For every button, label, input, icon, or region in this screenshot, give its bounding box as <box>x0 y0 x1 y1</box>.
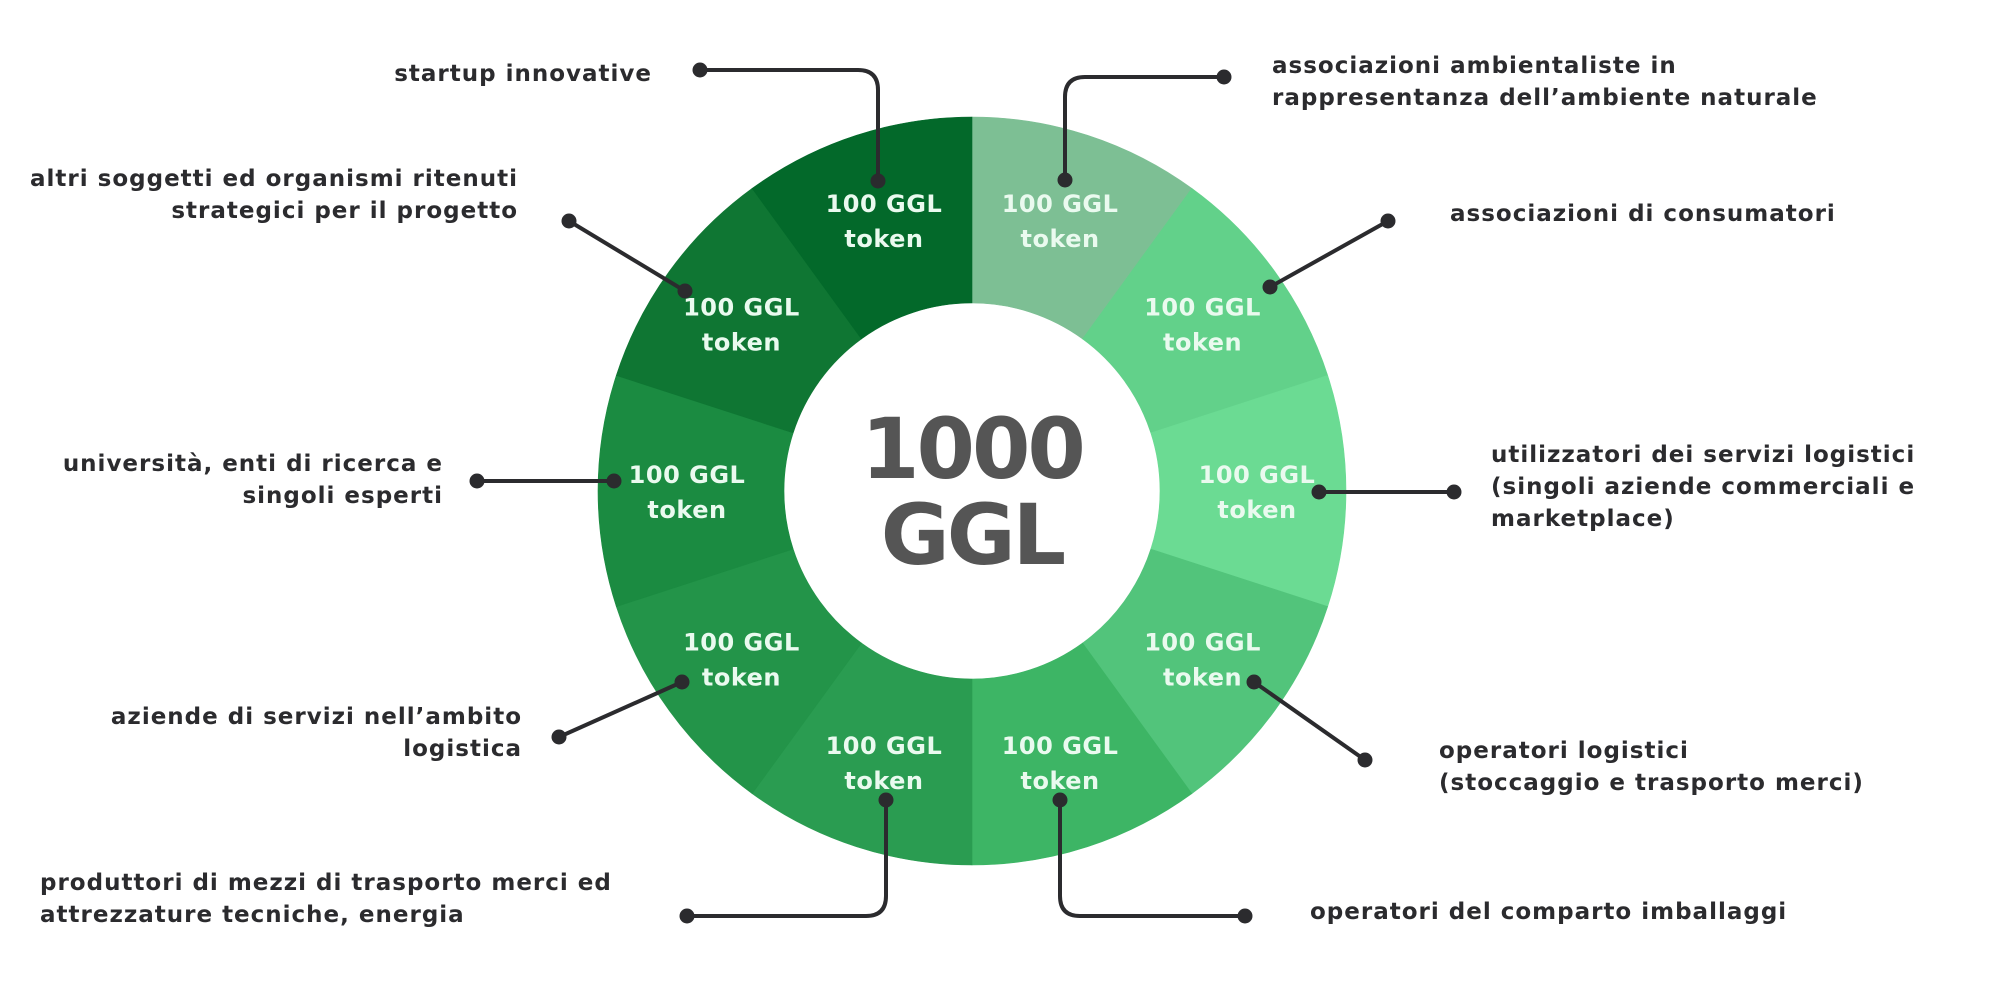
callout-operatori-imballaggi: operatori del comparto imballaggi <box>1310 896 1787 928</box>
leader-dot-icon <box>1237 908 1253 924</box>
leader-line <box>1262 213 1396 295</box>
callout-altri-soggetti: altri soggetti ed organismi ritenuti str… <box>30 163 518 227</box>
leader-dot-icon <box>561 213 577 229</box>
leader-line-path <box>1058 800 1245 918</box>
leader-line <box>1246 674 1373 768</box>
leader-dot-icon <box>606 473 622 489</box>
leader-dot-icon <box>1357 752 1373 768</box>
center-total: 1000 GGL <box>861 400 1086 584</box>
segment-value-label: 100 GGL <box>629 461 746 489</box>
leader-dot-icon <box>878 792 894 808</box>
segment-value-label: 100 GGL <box>1199 461 1316 489</box>
leader-dot-icon <box>551 729 567 745</box>
callout-line: (singoli aziende commerciali e <box>1491 474 1916 500</box>
segment-value-label: 100 GGL <box>1144 629 1261 657</box>
leader-line <box>551 674 690 745</box>
callout-line: operatori logistici <box>1439 738 1689 764</box>
segment-value-label: 100 GGL <box>683 629 800 657</box>
leader-dot-icon <box>1246 674 1262 690</box>
leader-dot-icon <box>870 173 886 189</box>
leader-line-path <box>700 68 880 181</box>
leader-dot-icon <box>1262 279 1278 295</box>
segment-unit-label: token <box>844 767 923 795</box>
segment-labels: 100 GGL token 100 GGL token 100 GGL token 100 … <box>629 190 1316 795</box>
segment-value-label: 100 GGL <box>683 293 800 321</box>
callout-line: logistica <box>403 736 522 762</box>
leader-line-path <box>567 219 687 293</box>
segment-unit-label: token <box>1163 328 1242 356</box>
segment-unit-label: token <box>844 225 923 253</box>
leader-dot-icon <box>1380 213 1396 229</box>
callout-line: altri soggetti ed organismi ritenuti <box>30 166 518 192</box>
leader-dot-icon <box>1446 484 1462 500</box>
callout-universita-enti-ricerca: università, enti di ricerca e singoli es… <box>63 448 443 512</box>
segment-unit-label: token <box>1217 496 1296 524</box>
callout-line: università, enti di ricerca e <box>62 451 443 477</box>
segment-unit-label: token <box>1020 767 1099 795</box>
center-total-number: 1000 <box>861 400 1083 498</box>
callout-line: startup innovative <box>394 61 652 87</box>
leader-dot-icon <box>674 674 690 690</box>
callout-operatori-logistici: operatori logistici (stoccaggio e traspo… <box>1439 735 1864 799</box>
callout-line: attrezzature tecniche, energia <box>40 902 465 928</box>
callout-line: aziende di servizi nell’ambito <box>110 704 522 730</box>
leader-line-path <box>558 680 683 739</box>
callout-line: singoli esperti <box>242 483 443 509</box>
callout-associazioni-consumatori: associazioni di consumatori <box>1450 198 1836 230</box>
leader-line <box>1057 69 1232 188</box>
callout-startup-innovative: startup innovative <box>394 58 652 90</box>
segment-unit-label: token <box>1163 664 1242 692</box>
leader-line <box>1311 484 1462 500</box>
callout-line: strategici per il progetto <box>171 198 518 224</box>
segment-value-label: 100 GGL <box>1002 190 1119 218</box>
leader-dot-icon <box>1052 792 1068 808</box>
leader-line <box>1052 792 1253 924</box>
leader-dot-icon <box>1057 172 1073 188</box>
segment-unit-label: token <box>1020 225 1099 253</box>
callout-line: associazioni di consumatori <box>1450 201 1836 227</box>
callout-line: rappresentanza dell’ambiente naturale <box>1272 85 1818 111</box>
callout-line: associazioni ambientaliste in <box>1272 53 1677 79</box>
callout-line: marketplace) <box>1491 506 1675 532</box>
callout-line: utilizzatori dei servizi logistici <box>1491 442 1916 468</box>
leader-dot-icon <box>692 62 708 78</box>
segment-value-label: 100 GGL <box>826 732 943 760</box>
leader-dot-icon <box>1216 69 1232 85</box>
segment-unit-label: token <box>647 496 726 524</box>
leader-line-path <box>687 800 888 918</box>
callout-line: operatori del comparto imballaggi <box>1310 899 1788 925</box>
segment-unit-label: token <box>702 328 781 356</box>
segment-value-label: 100 GGL <box>1002 732 1119 760</box>
leader-dot-icon <box>679 908 695 924</box>
callout-connectors <box>469 62 1462 924</box>
segment-value-label: 100 GGL <box>826 190 943 218</box>
callout-aziende-servizi-logistica: aziende di servizi nell’ambito logistica <box>111 701 522 765</box>
leader-line-path <box>1252 680 1367 762</box>
leader-line <box>561 213 693 299</box>
leader-dot-icon <box>677 283 693 299</box>
leader-line-path <box>1063 75 1224 180</box>
leader-line <box>692 62 886 189</box>
donut-segments <box>597 116 1347 866</box>
leader-line <box>469 473 622 489</box>
leader-dot-icon <box>469 473 485 489</box>
callout-line: produttori di mezzi di trasporto merci e… <box>40 870 612 896</box>
callout-produttori-mezzi-trasporto: produttori di mezzi di trasporto merci e… <box>40 867 612 931</box>
callout-line: (stoccaggio e trasporto merci) <box>1439 770 1864 796</box>
callout-associazioni-ambientaliste: associazioni ambientaliste in rappresent… <box>1272 50 1818 114</box>
center-total-unit: GGL <box>881 486 1065 584</box>
donut-segment <box>751 116 973 340</box>
segment-value-label: 100 GGL <box>1144 293 1261 321</box>
segment-unit-label: token <box>702 664 781 692</box>
leader-dot-icon <box>1311 484 1327 500</box>
leader-line-path <box>1269 219 1389 289</box>
callout-utilizzatori-servizi-logistici: utilizzatori dei servizi logistici (sing… <box>1491 439 1915 535</box>
leader-line <box>679 792 894 924</box>
